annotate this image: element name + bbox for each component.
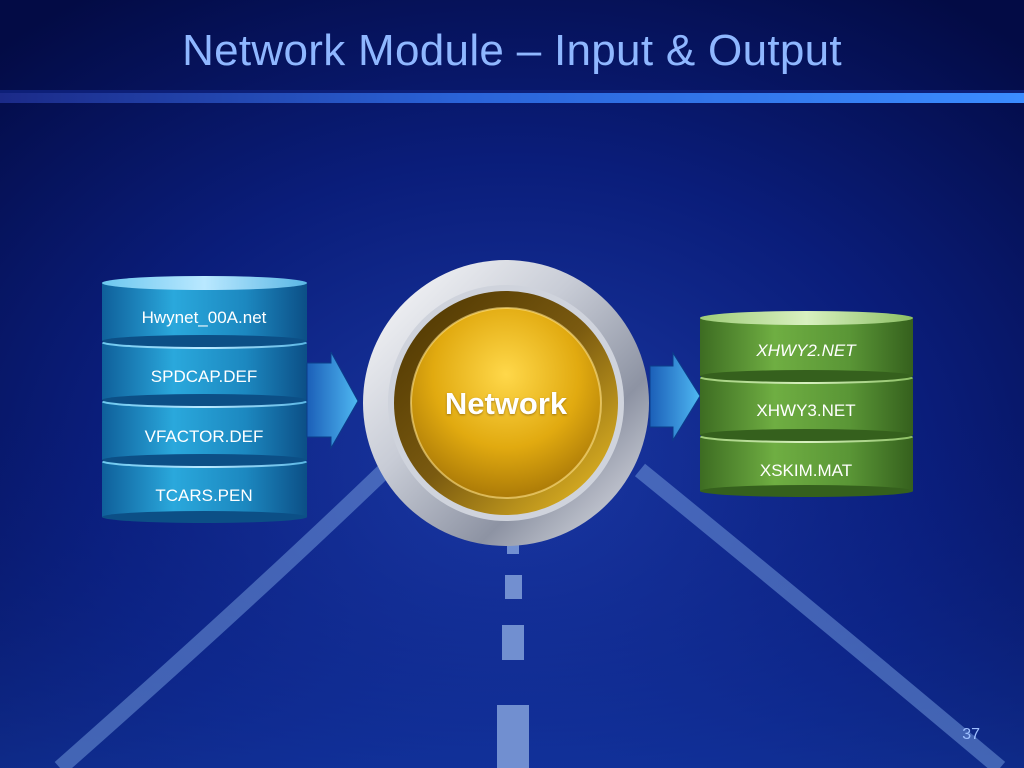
road-left-edge [54, 464, 391, 768]
output-label-xhwy3: XHWY3.NET [756, 401, 856, 420]
output-label-xhwy2: XHWY2.NET [756, 341, 856, 360]
input-label-vfactor: VFACTOR.DEF [144, 427, 264, 446]
network-hub-label: Network [444, 386, 568, 421]
input-label-spdcap: SPDCAP.DEF [150, 367, 258, 386]
input-database-stack [102, 276, 307, 523]
input-cylinder-1 [102, 276, 307, 347]
input-label-hwynet: Hwynet_00A.net [141, 308, 267, 327]
road-center-dash [502, 625, 524, 660]
output-cylinder-1 [700, 311, 913, 382]
network-hub [363, 260, 649, 546]
input-label-tcars: TCARS.PEN [155, 486, 253, 505]
page-number: 37 [962, 726, 980, 743]
input-cylinder-3 [102, 396, 307, 466]
road-center-dash [497, 705, 529, 768]
header-rule-line [0, 90, 1024, 93]
header-rule [0, 90, 1024, 103]
input-flow-arrow [306, 351, 359, 450]
output-flow-arrow [649, 351, 701, 442]
output-label-xskim: XSKIM.MAT [759, 461, 853, 480]
road-center-dash [505, 575, 522, 599]
output-database-stack [700, 311, 913, 497]
slide-title: Network Module – Input & Output [182, 26, 842, 75]
road-right-edge [634, 463, 1006, 768]
